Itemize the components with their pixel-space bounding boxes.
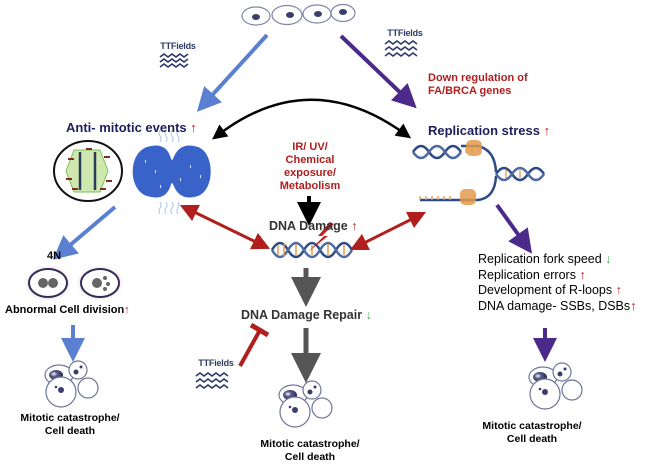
abnormal-cell-division-label: Abnormal Cell division↑ [5, 304, 130, 316]
effect-text: Replication fork speed [478, 252, 602, 266]
effect-text: DNA damage- SSBs, DSBs [478, 298, 631, 313]
down-arrow-icon: ↓ [365, 308, 372, 322]
arrow-antimitotic-replication [212, 98, 412, 140]
dead-cells-icon-center [278, 380, 333, 428]
source-line: Metabolism [279, 180, 341, 192]
left-outcome-label: Mitotic catastrophe/ Cell death [5, 412, 135, 438]
dna-damage-label: DNA Damage ↑ [269, 219, 357, 233]
up-arrow-icon: ↑ [351, 219, 358, 233]
dividing-cell-icon [132, 129, 211, 215]
lightning-bolt-icon [308, 222, 334, 252]
fa-brca-line-2: FA/BRCA genes [428, 85, 512, 97]
ploidy-4n-label: 4N [47, 250, 62, 262]
outcome-line-1: Mitotic catastrophe/ [482, 420, 582, 432]
anti-mitotic-title-text: Anti- mitotic events [66, 120, 187, 135]
dead-cells-icon-left [44, 360, 99, 408]
arrow-to-4n [52, 205, 117, 260]
ttfields-wave-icon-top-right [384, 40, 418, 57]
replication-effects-list: Replication fork speed ↓ Replication err… [478, 252, 636, 314]
outcome-line-2: Cell death [284, 451, 336, 463]
ttfields-wave-icon-top-left [159, 53, 189, 68]
up-arrow-icon: ↑ [630, 298, 637, 313]
replication-stress-title: Replication stress ↑ [428, 123, 550, 138]
replication-effect-item: DNA damage- SSBs, DSBs↑ [478, 299, 636, 315]
arrow-replication-damage [349, 211, 427, 251]
replication-effect-item: Replication errors ↑ [478, 268, 636, 284]
dna-damage-text: DNA Damage [269, 219, 348, 233]
center-outcome-label: Mitotic catastrophe/ Cell death [245, 438, 375, 464]
outcome-line-2: Cell death [506, 433, 558, 445]
up-arrow-icon: ↑ [124, 304, 130, 316]
source-line: exposure/ [284, 167, 336, 179]
fa-brca-line-1: Down regulation of [428, 72, 528, 84]
ttfields-inhibition-icon [238, 322, 270, 367]
dead-cells-icon-right [528, 362, 583, 410]
outcome-line-1: Mitotic catastrophe/ [20, 412, 120, 424]
ttfields-wave-icon-bottom [195, 372, 229, 389]
outcome-line-1: Mitotic catastrophe/ [260, 438, 360, 450]
up-arrow-icon: ↑ [615, 283, 622, 297]
up-arrow-icon: ↑ [579, 267, 586, 282]
effect-text: Replication errors [478, 267, 576, 282]
ttfields-label-top-left: TTFields [160, 41, 196, 51]
arrow-to-replication-effects [495, 203, 532, 254]
damage-sources-label: IR/ UV/ Chemical exposure/ Metabolism [270, 141, 350, 193]
dna-helix-icon [270, 241, 354, 259]
right-outcome-label: Mitotic catastrophe/ Cell death [467, 420, 597, 446]
up-arrow-icon: ↑ [543, 123, 551, 138]
anti-mitotic-events-title: Anti- mitotic events ↑ [66, 120, 197, 135]
down-arrow-icon: ↓ [605, 252, 612, 266]
outcome-line-2: Cell death [44, 425, 96, 437]
arrow-to-antimitotic [196, 33, 269, 112]
replication-stress-title-text: Replication stress [428, 123, 540, 138]
replication-effect-item: Replication fork speed ↓ [478, 252, 636, 268]
effect-text: Development of R-loops [478, 283, 613, 297]
arrow-antimitotic-damage [179, 204, 271, 250]
replication-fork-icon [411, 140, 546, 205]
ttfields-label-top-right: TTFields [387, 28, 423, 38]
up-arrow-icon: ↑ [190, 120, 197, 135]
abnormal-cell-division-text: Abnormal Cell division [5, 304, 125, 316]
tetraploid-cells-icon [23, 264, 125, 302]
top-cells [241, 3, 356, 26]
arrow-to-replication [339, 34, 417, 109]
ttfields-label-bottom: TTFields [198, 358, 234, 368]
source-line: Chemical [285, 154, 335, 166]
dna-damage-repair-text: DNA Damage Repair [241, 308, 363, 322]
dna-damage-repair-label: DNA Damage Repair ↓ [241, 308, 372, 322]
fa-brca-downregulation-label: Down regulation of FA/BRCA genes [428, 72, 528, 98]
mitotic-spindle-cell-icon [53, 140, 123, 202]
replication-effect-item: Development of R-loops ↑ [478, 283, 636, 299]
source-line: IR/ UV/ [292, 141, 328, 153]
